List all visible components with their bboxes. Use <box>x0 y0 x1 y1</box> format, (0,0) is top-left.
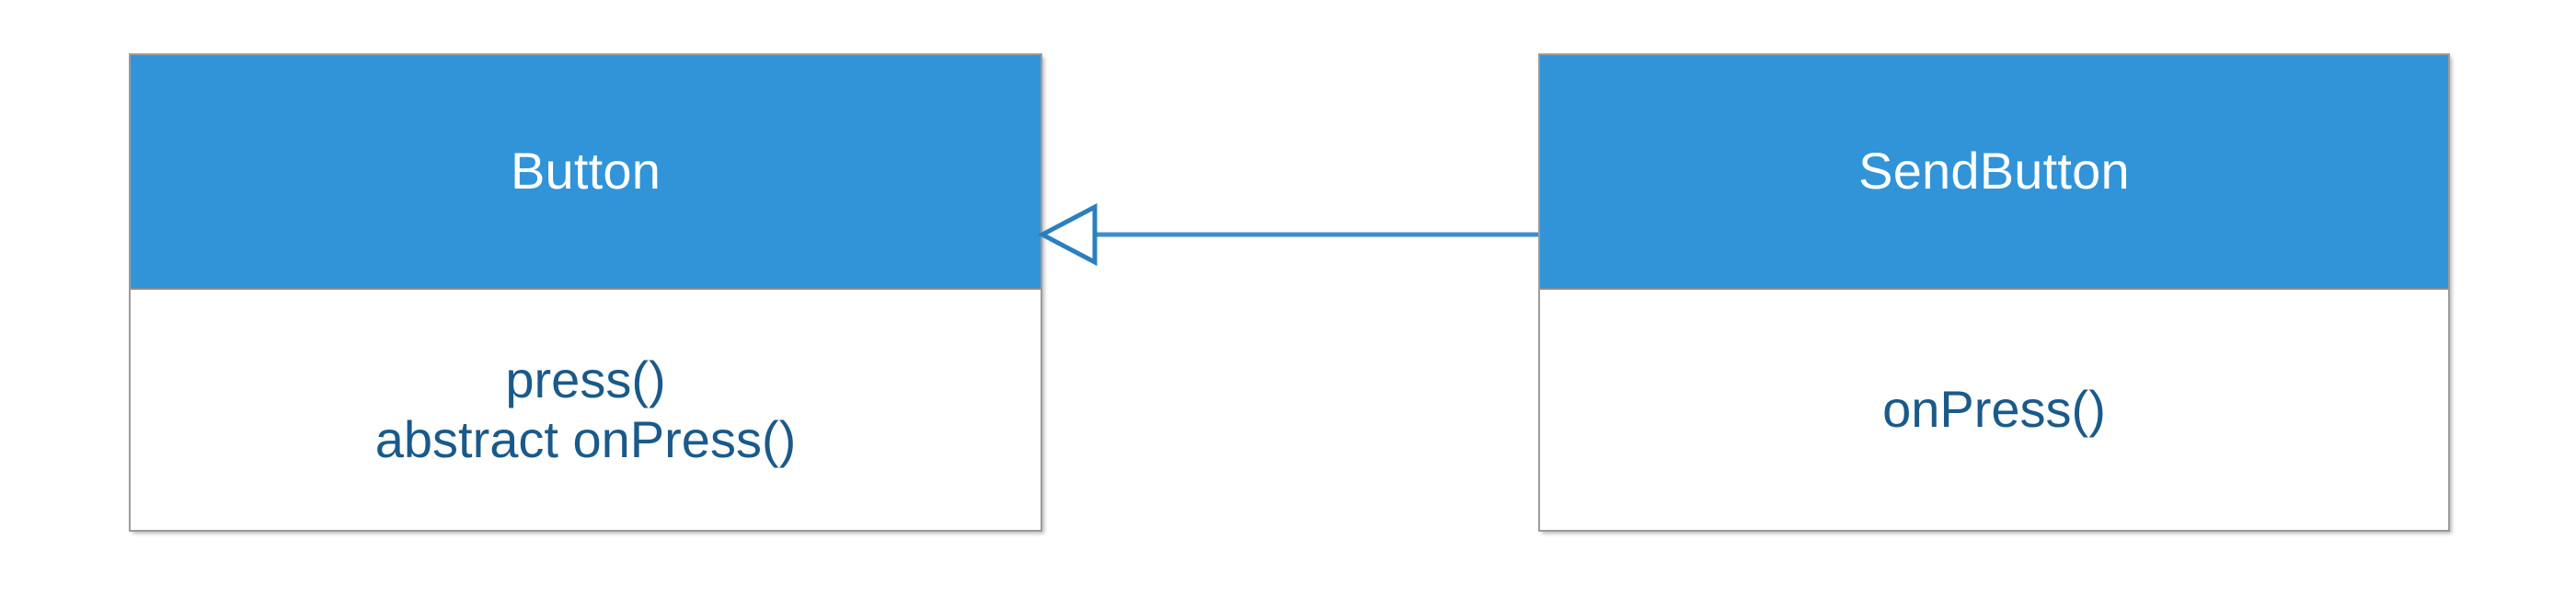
hollow-triangle-icon <box>1037 202 1098 267</box>
uml-class-button[interactable]: Button press() abstract onPress() <box>129 53 1042 532</box>
uml-class-name-button: Button <box>510 142 661 201</box>
uml-member: onPress() <box>1882 380 2106 439</box>
uml-class-body-button: press() abstract onPress() <box>131 290 1041 530</box>
uml-class-sendbutton[interactable]: SendButton onPress() <box>1538 53 2450 532</box>
uml-member: press() <box>505 350 666 409</box>
uml-class-header-sendbutton: SendButton <box>1540 55 2448 290</box>
uml-class-name-sendbutton: SendButton <box>1858 142 2130 201</box>
uml-class-header-button: Button <box>131 55 1041 290</box>
uml-class-body-sendbutton: onPress() <box>1540 290 2448 530</box>
uml-member: abstract onPress() <box>374 409 797 468</box>
generalization-arrow-sendbutton-to-button[interactable] <box>1030 184 1555 294</box>
